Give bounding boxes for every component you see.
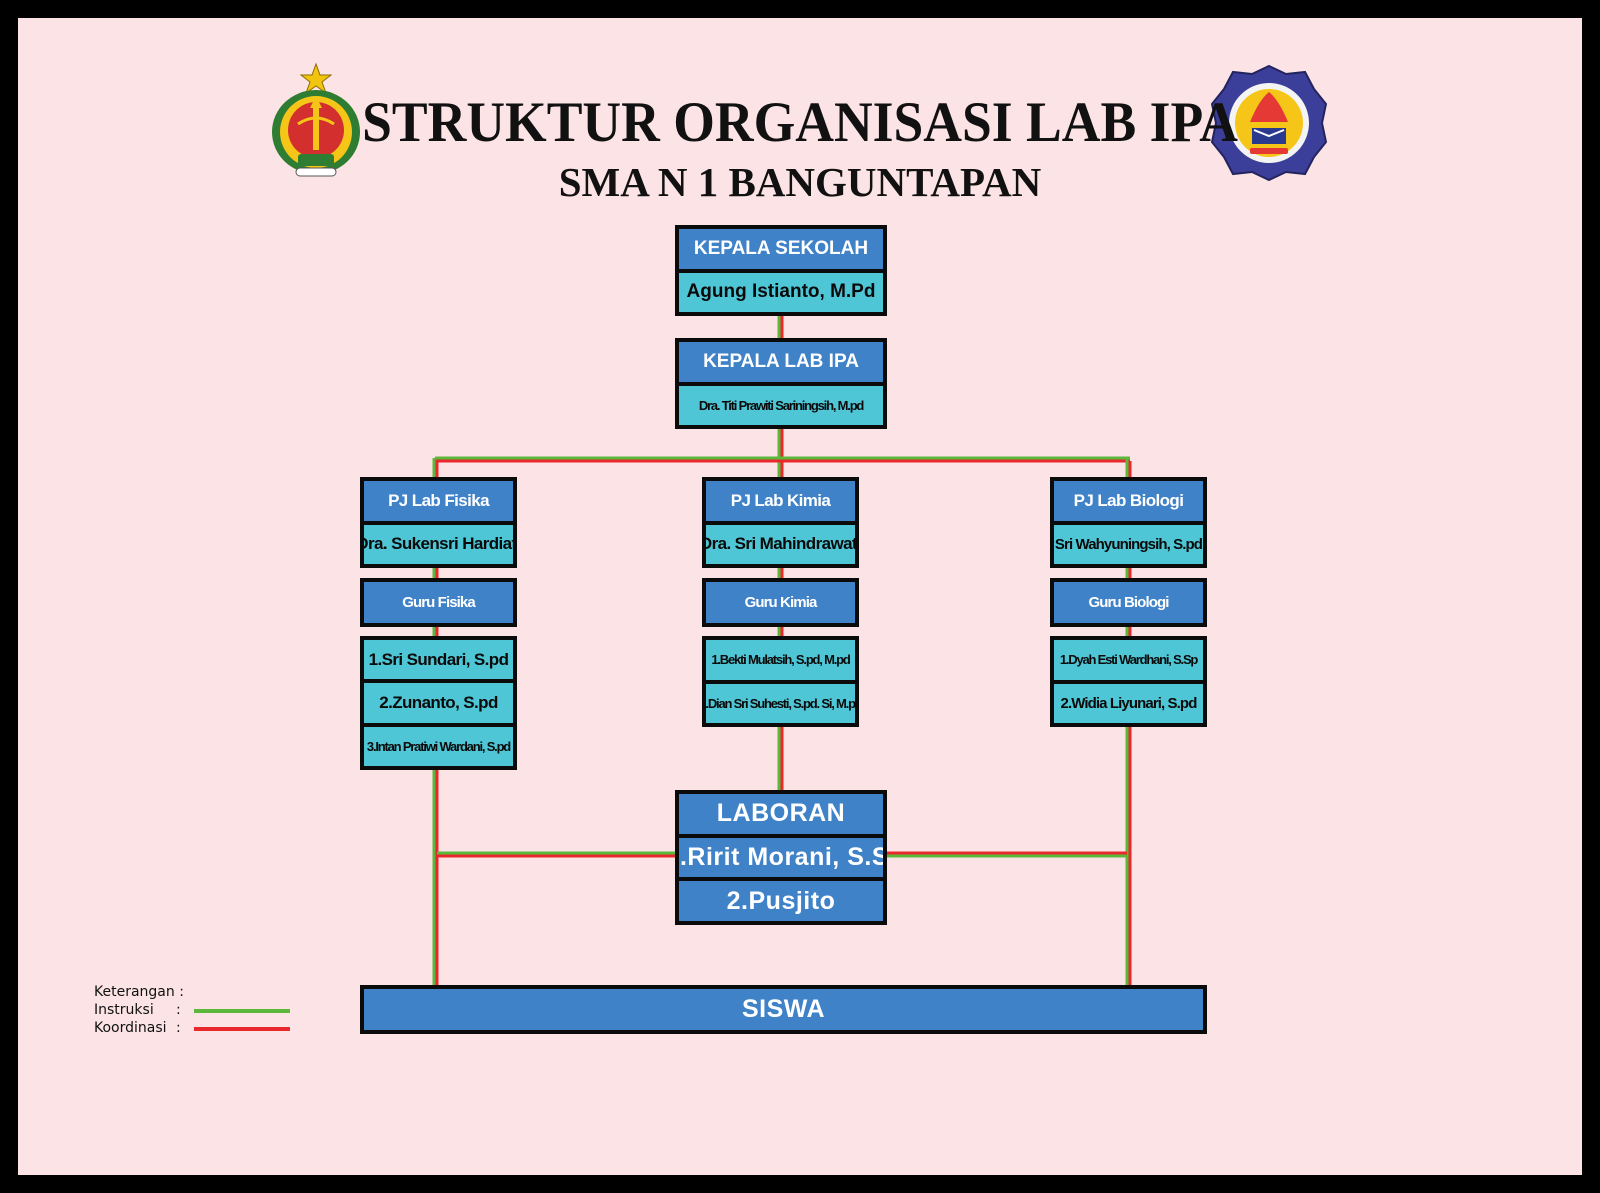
legend-instruksi-sep: : bbox=[176, 1002, 181, 1018]
laboran-name-2: 2.Pusjito bbox=[679, 881, 883, 922]
list-item: 2.Zunanto, S.pd bbox=[364, 683, 513, 723]
pj-lab-fisika-role: PJ Lab Fisika bbox=[364, 481, 513, 521]
guru-biologi-list: 1.Dyah Esti Wardhani, S.Sp 2.Widia Liyun… bbox=[1050, 636, 1207, 727]
siswa-role: SISWA bbox=[364, 989, 1203, 1030]
yogyakarta-province-emblem-icon bbox=[272, 62, 360, 177]
pj-lab-kimia-box: PJ Lab Kimia Dra. Sri Mahindrawati bbox=[702, 477, 859, 568]
school-emblem-icon bbox=[1210, 64, 1328, 182]
legend-koordinasi-sep: : bbox=[176, 1020, 181, 1036]
list-item: 1.Sri Sundari, S.pd bbox=[364, 640, 513, 680]
guru-kimia-box: Guru Kimia bbox=[702, 578, 859, 627]
pj-lab-biologi-name: Sri Wahyuningsih, S.pd bbox=[1054, 524, 1203, 564]
pj-lab-biologi-box: PJ Lab Biologi Sri Wahyuningsih, S.pd bbox=[1050, 477, 1207, 568]
guru-biologi-role: Guru Biologi bbox=[1054, 582, 1203, 623]
pj-lab-fisika-box: PJ Lab Fisika Dra. Sukensri Hardiati bbox=[360, 477, 517, 568]
list-item: 2.Widia Liyunari, S.pd bbox=[1054, 683, 1203, 723]
kepala-lab-name: Dra. Titi Prawiti Sariningsih, M.pd bbox=[679, 385, 883, 425]
kepala-lab-box: KEPALA LAB IPA Dra. Titi Prawiti Sarinin… bbox=[675, 338, 887, 429]
page-title: STRUKTUR ORGANISASI LAB IPA bbox=[362, 91, 1238, 154]
laboran-name-1: 1.Ririt Morani, S.Si bbox=[679, 837, 883, 878]
pj-lab-kimia-role: PJ Lab Kimia bbox=[706, 481, 855, 521]
guru-biologi-box: Guru Biologi bbox=[1050, 578, 1207, 627]
pj-lab-biologi-role: PJ Lab Biologi bbox=[1054, 481, 1203, 521]
kepala-sekolah-name: Agung Istianto, M.Pd bbox=[679, 272, 883, 312]
laboran-box: LABORAN 1.Ririt Morani, S.Si 2.Pusjito bbox=[675, 790, 887, 925]
guru-fisika-box: Guru Fisika bbox=[360, 578, 517, 627]
legend-koordinasi-label: Koordinasi bbox=[94, 1020, 167, 1036]
legend-title: Keterangan : bbox=[94, 984, 184, 1000]
legend-koordinasi-swatch bbox=[194, 1027, 290, 1031]
list-item: 1.Bekti Mulatsih, S.pd, M.pd bbox=[706, 640, 855, 680]
list-item: 3.Intan Pratiwi Wardani, S.pd bbox=[364, 726, 513, 766]
kepala-lab-role: KEPALA LAB IPA bbox=[679, 342, 883, 382]
siswa-box: SISWA bbox=[360, 985, 1207, 1034]
guru-fisika-role: Guru Fisika bbox=[364, 582, 513, 623]
list-item: 2.Dian Sri Suhesti, S.pd. Si, M.pd bbox=[706, 683, 855, 723]
laboran-role: LABORAN bbox=[679, 794, 883, 834]
list-item: 1.Dyah Esti Wardhani, S.Sp bbox=[1054, 640, 1203, 680]
legend-instruksi-swatch bbox=[194, 1009, 290, 1013]
guru-fisika-list: 1.Sri Sundari, S.pd 2.Zunanto, S.pd 3.In… bbox=[360, 636, 517, 770]
kepala-sekolah-box: KEPALA SEKOLAH Agung Istianto, M.Pd bbox=[675, 225, 887, 316]
kepala-sekolah-role: KEPALA SEKOLAH bbox=[679, 229, 883, 269]
guru-kimia-role: Guru Kimia bbox=[706, 582, 855, 623]
pj-lab-fisika-name: Dra. Sukensri Hardiati bbox=[364, 524, 513, 564]
pj-lab-kimia-name: Dra. Sri Mahindrawati bbox=[706, 524, 855, 564]
page-subtitle: SMA N 1 BANGUNTAPAN bbox=[558, 159, 1042, 205]
guru-kimia-list: 1.Bekti Mulatsih, S.pd, M.pd 2.Dian Sri … bbox=[702, 636, 859, 727]
legend-instruksi-label: Instruksi bbox=[94, 1002, 154, 1018]
org-chart-sheet: STRUKTUR ORGANISASI LAB IPA SMA N 1 BANG… bbox=[18, 18, 1582, 1175]
